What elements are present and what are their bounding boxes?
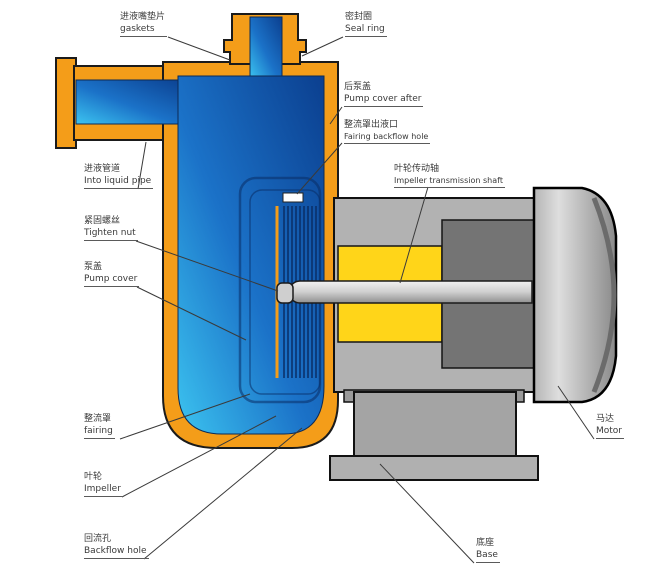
fairing-outlet-hole [282, 192, 304, 203]
leader-fairing [119, 393, 251, 440]
label-base: 底座 Base [476, 538, 500, 564]
label-into-liquid-pipe: 进液管道 Into liquid pipe [84, 164, 154, 190]
label-pump-cover-zh: 泵盖 [84, 262, 103, 272]
label-fairing-en: fairing [84, 425, 113, 436]
label-impeller-en: Impeller [84, 483, 121, 494]
label-fairing-backflow-hole-en: Fairing backflow hole [344, 131, 429, 141]
base-plate [329, 455, 539, 481]
label-motor-en: Motor [596, 425, 623, 436]
label-base-en: Base [476, 549, 498, 560]
label-impeller-transmission-shaft-zh: 叶轮传动轴 [394, 164, 440, 174]
shaft-nut [276, 282, 294, 304]
label-seal-ring-zh: 密封圈 [345, 12, 373, 22]
label-gaskets-en: gaskets [120, 23, 155, 34]
pedestal [353, 391, 517, 459]
leader-tighten-nut [135, 240, 279, 292]
inlet-channel [75, 79, 189, 125]
leader-pump-cover-after [329, 106, 343, 125]
discharge-channel [249, 16, 283, 80]
label-seal-ring-en: Seal ring [345, 23, 385, 34]
label-fairing-backflow-hole: 整流罩出液口 Fairing backflow hole [344, 120, 431, 145]
label-impeller-transmission-shaft: 叶轮传动轴 Impeller transmission shaft [394, 164, 505, 189]
label-impeller-zh: 叶轮 [84, 472, 103, 482]
label-backflow-hole-en: Backflow hole [84, 545, 147, 556]
leader-into-liquid-pipe [137, 141, 147, 190]
label-tighten-nut-zh: 紧固螺丝 [84, 216, 121, 226]
label-fairing-zh: 整流罩 [84, 414, 112, 424]
volute-chamber [177, 75, 325, 435]
label-tighten-nut-en: Tighten nut [84, 227, 136, 238]
leader-backflow-hole [143, 427, 303, 560]
label-pump-cover-after-en: Pump cover after [344, 93, 422, 104]
label-fairing-backflow-hole-zh: 整流罩出液口 [344, 120, 399, 130]
label-base-zh: 底座 [476, 538, 495, 548]
end-cap-shading [591, 197, 617, 393]
label-motor-zh: 马达 [596, 414, 615, 424]
leader-gaskets [167, 36, 231, 61]
label-backflow-hole-zh: 回流孔 [84, 534, 112, 544]
leader-base [379, 463, 475, 564]
label-gaskets: 进液嘴垫片 gaskets [120, 12, 168, 38]
label-impeller-transmission-shaft-en: Impeller transmission shaft [394, 175, 503, 185]
leader-seal-ring [301, 36, 344, 57]
label-pump-cover-after-zh: 后泵盖 [344, 82, 372, 92]
leader-pump-cover [136, 286, 247, 341]
label-backflow-hole: 回流孔 Backflow hole [84, 534, 149, 560]
leader-impeller [121, 415, 277, 498]
leader-lines [119, 36, 595, 564]
label-fairing: 整流罩 fairing [84, 414, 115, 440]
label-into-liquid-pipe-zh: 进液管道 [84, 164, 121, 174]
leader-fairing-backflow-hole [296, 142, 343, 195]
label-pump-cover-en: Pump cover [84, 273, 138, 284]
label-seal-ring: 密封圈 Seal ring [345, 12, 387, 38]
leader-impeller-shaft [399, 186, 429, 284]
label-tighten-nut: 紧固螺丝 Tighten nut [84, 216, 138, 242]
label-impeller: 叶轮 Impeller [84, 472, 123, 498]
motor-end-cap [532, 186, 618, 404]
shaft [288, 280, 533, 304]
label-into-liquid-pipe-en: Into liquid pipe [84, 175, 152, 186]
label-gaskets-zh: 进液嘴垫片 [120, 12, 166, 22]
label-pump-cover: 泵盖 Pump cover [84, 262, 140, 288]
label-motor: 马达 Motor [596, 414, 625, 440]
leader-motor [557, 385, 595, 440]
label-pump-cover-after: 后泵盖 Pump cover after [344, 82, 424, 108]
